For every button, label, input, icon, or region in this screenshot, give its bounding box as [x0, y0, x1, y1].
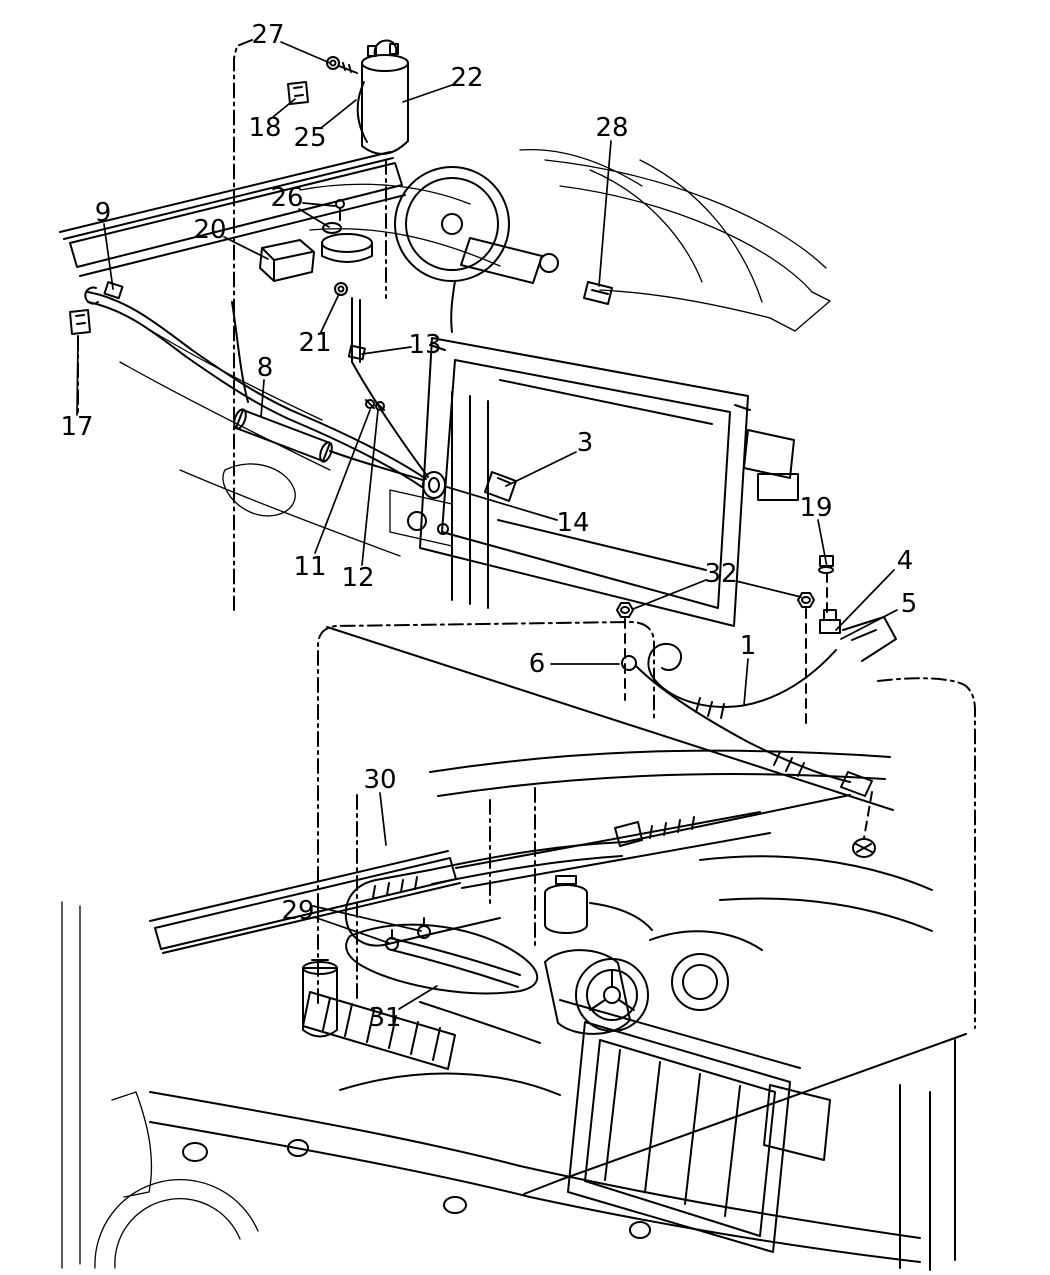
- valve-3: [484, 471, 517, 502]
- callout-19: 19: [799, 493, 832, 523]
- cowl-lower: [149, 749, 933, 954]
- callout-26-leader: [298, 208, 330, 228]
- callout-17: 17: [60, 412, 93, 442]
- drier-locator-line: [233, 39, 253, 611]
- callout-14-leader: [446, 486, 558, 521]
- bolts-11-12: [365, 399, 385, 411]
- pipe-assembly-30: [344, 794, 851, 947]
- callout-19-leader: [817, 519, 828, 568]
- callout-9-leader: [103, 223, 114, 290]
- bracket-28: [583, 281, 613, 305]
- callout-20: 20: [193, 215, 226, 245]
- clip-6: [621, 655, 637, 671]
- callout-14: 14: [556, 508, 589, 538]
- valve-cover: [302, 991, 456, 1070]
- liquid-line: [231, 297, 517, 502]
- callout-6: 6: [529, 649, 546, 679]
- callout-25-leader: [320, 99, 357, 129]
- callout-26-leader: [302, 202, 336, 207]
- callout-3-leader: [505, 451, 577, 487]
- callout-1-leader: [743, 658, 749, 706]
- callout-29: 29: [281, 896, 314, 926]
- receiver-drier: [356, 39, 409, 299]
- callout-25: 25: [293, 123, 326, 153]
- callout-18: 18: [248, 113, 281, 143]
- callout-29-leader: [313, 916, 390, 944]
- drier-bolt: [326, 56, 358, 74]
- clip-17: [69, 309, 91, 413]
- callout-11: 11: [293, 552, 326, 582]
- callout-9: 9: [95, 198, 112, 228]
- callout-4: 4: [897, 546, 914, 576]
- callout-32-leader: [735, 580, 802, 598]
- phantom-lines: [317, 621, 976, 1195]
- left-body: [61, 901, 259, 1269]
- brake-booster: [394, 166, 559, 333]
- callout-5: 5: [901, 589, 918, 619]
- callout-22-leader: [402, 84, 453, 103]
- callout-17-leader: [76, 337, 79, 416]
- nut-32a: [616, 602, 634, 701]
- stud-21: [334, 282, 348, 296]
- suction-hose: [621, 642, 876, 858]
- callout-26: 26: [270, 183, 303, 213]
- bottom-illustration: [61, 749, 956, 1271]
- top-illustration: [59, 39, 897, 858]
- stud-26: [321, 199, 373, 263]
- callout-27: 27: [251, 20, 284, 50]
- callout-30-leader: [379, 792, 387, 846]
- cowl-grille: [59, 151, 406, 277]
- clips-29: [385, 917, 431, 951]
- callout-1: 1: [740, 631, 757, 661]
- radiator-lower: [559, 999, 956, 1271]
- callout-20-leader: [223, 236, 269, 260]
- callout-3: 3: [577, 428, 594, 458]
- callout-8-leader: [260, 379, 265, 418]
- clip-9: [103, 281, 124, 300]
- condenser-radiator: [419, 337, 799, 627]
- callout-8: 8: [257, 353, 274, 383]
- heater-hose: [84, 286, 427, 488]
- callout-13-leader: [361, 346, 412, 355]
- callout-13: 13: [408, 330, 441, 360]
- callout-22: 22: [450, 63, 483, 93]
- engine: [302, 923, 763, 1070]
- callout-4-leader: [835, 569, 895, 631]
- callout-29-leader: [312, 905, 422, 932]
- callout-31: 31: [368, 1003, 401, 1033]
- callout-28: 28: [595, 113, 628, 143]
- grommet-14: [422, 471, 446, 499]
- bracket-20: [259, 239, 315, 282]
- callout-31-leader: [398, 985, 438, 1010]
- callout-21: 21: [298, 328, 331, 358]
- callout-11-leader: [314, 409, 371, 554]
- discharge-fitting: [819, 609, 897, 662]
- nut-32b: [797, 592, 815, 729]
- reservoir: [544, 875, 653, 934]
- body-structure: [119, 148, 831, 557]
- callout-32: 32: [704, 559, 737, 589]
- frame-rails: [149, 1072, 921, 1263]
- callout-12: 12: [341, 563, 374, 593]
- callout-30: 30: [363, 765, 396, 795]
- callout-21-leader: [320, 293, 340, 333]
- callout-12-leader: [361, 409, 379, 566]
- callout-32-leader: [632, 579, 707, 610]
- callout-18-leader: [272, 98, 296, 118]
- callout-27-leader: [280, 41, 331, 64]
- drier-clip: [287, 81, 309, 105]
- callout-28-leader: [598, 140, 612, 287]
- callout-5-leader: [840, 609, 898, 640]
